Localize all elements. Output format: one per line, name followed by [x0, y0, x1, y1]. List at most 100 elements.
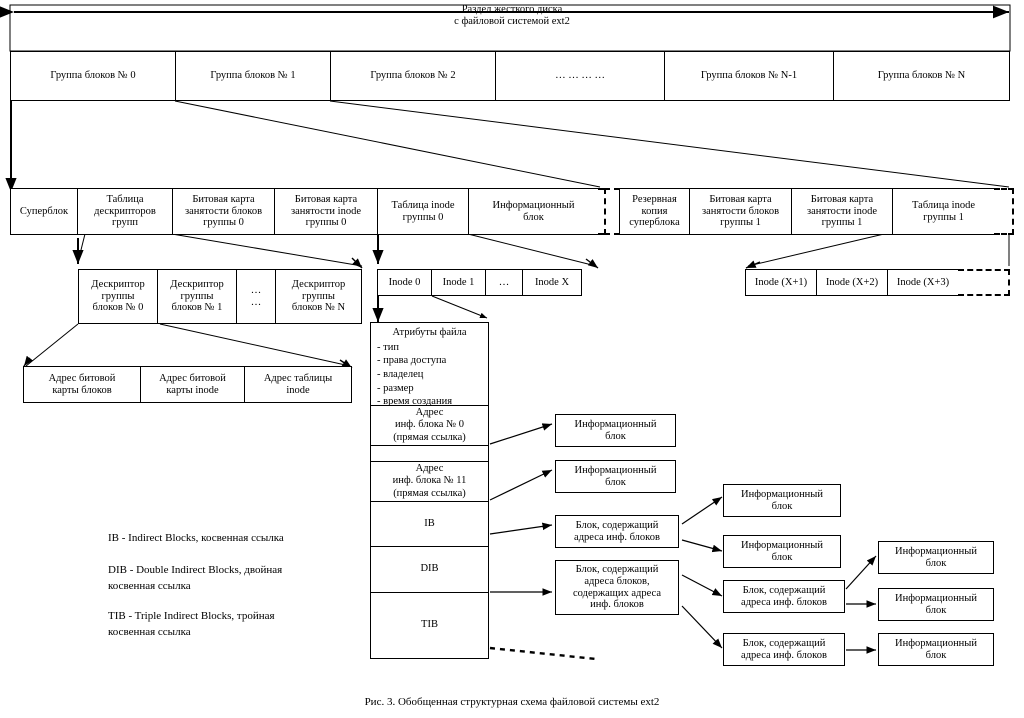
figure-caption: Рис. 3. Обобщенная структурная схема фай…	[364, 696, 660, 708]
block-group-2: Группа блоков № 2	[330, 51, 496, 101]
info-block-from-ib-1: Информационный блок	[723, 484, 841, 517]
data-block-label: Информационный блок	[895, 637, 977, 661]
inode-cell-label: Inode (X+3)	[896, 276, 950, 288]
inode-table-group0-label: Таблица inode группы 0	[391, 199, 455, 223]
inode-cell-label: Inode (X+2)	[825, 276, 879, 288]
block-bitmap-group1-box: Битовая карта занятости блоков группы 1	[689, 188, 792, 235]
group-descriptor-n: Дескриптор группы блоков № N	[275, 269, 362, 324]
data-block-label: Блок, содержащий адреса инф. блоков	[741, 637, 827, 661]
group-descriptor-label: … …	[250, 284, 262, 308]
group-descriptor-label: Дескриптор группы блоков № N	[291, 278, 346, 314]
info-block-from-ib-2: Информационный блок	[723, 535, 841, 568]
inode-table-group1-label: Таблица inode группы 1	[912, 199, 975, 223]
group-descriptor-table-label: Таблица дескрипторов групп	[94, 193, 156, 229]
data-block-label: Информационный блок	[574, 418, 657, 442]
inode-attributes-box: Атрибуты файла - тип - права доступа - в…	[370, 322, 489, 408]
superblock-backup-label: Резервная копия суперблока	[629, 193, 680, 229]
data-block-label: Информационный блок	[574, 464, 657, 488]
group1-leading-dashed	[604, 188, 620, 235]
info-block-leaf-3: Информационный блок	[878, 633, 994, 666]
inode-cell-label: Inode (X+1)	[754, 276, 808, 288]
inode-entry-ib: IB	[370, 502, 489, 547]
group-descriptor-0: Дескриптор группы блоков № 0	[78, 269, 158, 324]
info-block-direct-0: Информационный блок	[555, 414, 676, 447]
inode-bitmap-group0-label: Битовая карта занятости inode группы 0	[290, 193, 362, 229]
superblock-backup-box: Резервная копия суперблока	[619, 188, 690, 235]
data-block-label: Информационный блок	[741, 539, 823, 563]
inode-entry-label: TIB	[421, 619, 438, 631]
inode-entry-label: IB	[424, 517, 435, 529]
descriptor-field-label: Адрес таблицы inode	[263, 372, 333, 396]
group-descriptor-1: Дескриптор группы блоков № 1	[157, 269, 237, 324]
inode-x-cell: Inode X	[522, 269, 582, 296]
inode-entry-label: Адрес инф. блока № 11 (прямая ссылка)	[392, 462, 467, 499]
info-block-group0-label: Информационный блок	[492, 199, 575, 223]
inode-bitmap-group0-box: Битовая карта занятости inode группы 0	[274, 188, 378, 235]
legend-tib: TIB - Triple Indirect Blocks, тройная ко…	[108, 610, 275, 638]
descriptor-field-block-bitmap-address: Адрес битовой карты блоков	[23, 366, 141, 403]
inode-entry-dib: DIB	[370, 547, 489, 593]
block-group-1: Группа блоков № 1	[175, 51, 331, 101]
descriptor-field-label: Адрес битовой карты блоков	[48, 372, 116, 396]
data-block-label: Блок, содержащий адреса инф. блоков	[574, 519, 660, 543]
inode-attributes-title: Атрибуты файла	[392, 327, 467, 338]
block-group-0: Группа блоков № 0	[10, 51, 176, 101]
inode-ellipsis-cell: …	[485, 269, 523, 296]
group-descriptor-label: Дескриптор группы блоков № 0	[91, 278, 145, 314]
block-group-label: Группа блоков № N-1	[700, 70, 798, 82]
inode-table-group0-box: Таблица inode группы 0	[377, 188, 469, 235]
inode-entry-tib: TIB	[370, 593, 489, 659]
inode-attribute-ctime: - время создания	[377, 396, 453, 408]
block-bitmap-group1-label: Битовая карта занятости блоков группы 1	[701, 193, 780, 229]
info-block-group0-box: Информационный блок	[468, 188, 599, 235]
legend-ib: IB - Indirect Blocks, косвенная ссылка	[108, 532, 284, 544]
group1-continuation-dashed	[994, 188, 1014, 235]
inode-x-plus-1-cell: Inode (X+1)	[745, 269, 817, 296]
descriptor-field-inode-table-address: Адрес таблицы inode	[244, 366, 352, 403]
inode-cell-label: …	[498, 276, 510, 288]
block-group-n-minus-1: Группа блоков № N-1	[664, 51, 834, 101]
inode-bitmap-group1-box: Битовая карта занятости inode группы 1	[791, 188, 893, 235]
inode-entry-gap	[370, 446, 489, 462]
inode-entry-label: DIB	[420, 563, 439, 575]
data-block-label: Информационный блок	[741, 488, 823, 512]
indirect-block-from-dib-1: Блок, содержащий адреса инф. блоков	[723, 580, 845, 613]
indirect-block-ib: Блок, содержащий адреса инф. блоков	[555, 515, 679, 548]
block-bitmap-group0-label: Битовая карта занятости блоков группы 0	[184, 193, 263, 229]
info-block-leaf-1: Информационный блок	[878, 541, 994, 574]
superblock-box: Суперблок	[10, 188, 78, 235]
inode-x-plus-2-cell: Inode (X+2)	[816, 269, 888, 296]
inode-entry-label: Адрес инф. блока № 0 (прямая ссылка)	[393, 406, 466, 443]
inode-1-cell: Inode 1	[431, 269, 486, 296]
info-block-direct-11: Информационный блок	[555, 460, 676, 493]
group-descriptor-label: Дескриптор группы блоков № 1	[170, 278, 224, 314]
info-block-leaf-2: Информационный блок	[878, 588, 994, 621]
inode-0-cell: Inode 0	[377, 269, 432, 296]
inode-cell-label: Inode X	[534, 276, 570, 288]
block-group-label: Группа блоков № 0	[50, 70, 136, 82]
inode-cell-label: Inode 0	[388, 276, 421, 288]
inode-x-plus-3-cell: Inode (X+3)	[887, 269, 959, 296]
inode-table-group1-continuation-dashed	[958, 269, 1010, 296]
inode-table-group1-box: Таблица inode группы 1	[892, 188, 995, 235]
inode-entry-direct-0: Адрес инф. блока № 0 (прямая ссылка)	[370, 406, 489, 446]
partition-label: Раздел жесткого диска с файловой системо…	[454, 4, 570, 28]
data-block-label: Информационный блок	[895, 592, 977, 616]
inode-attribute-size: - размер	[377, 382, 414, 394]
block-group-label: Группа блоков № 1	[210, 70, 296, 82]
inode-entry-direct-11: Адрес инф. блока № 11 (прямая ссылка)	[370, 462, 489, 502]
inode-attribute-type: - тип	[377, 341, 399, 353]
double-indirect-block-dib: Блок, содержащий адреса блоков, содержащ…	[555, 560, 679, 615]
block-group-n: Группа блоков № N	[833, 51, 1010, 101]
descriptor-field-inode-bitmap-address: Адрес битовой карты inode	[140, 366, 245, 403]
block-bitmap-group0-box: Битовая карта занятости блоков группы 0	[172, 188, 275, 235]
indirect-block-from-dib-2: Блок, содержащий адреса инф. блоков	[723, 633, 845, 666]
block-group-label: Группа блоков № 2	[370, 70, 456, 82]
inode-attribute-permissions: - права доступа	[377, 355, 447, 367]
group-descriptor-ellipsis: … …	[236, 269, 276, 324]
block-group-label: … … … …	[555, 70, 605, 82]
inode-cell-label: Inode 1	[442, 276, 475, 288]
inode-bitmap-group1-label: Битовая карта занятости inode группы 1	[806, 193, 878, 229]
group-descriptor-table-box: Таблица дескрипторов групп	[77, 188, 173, 235]
